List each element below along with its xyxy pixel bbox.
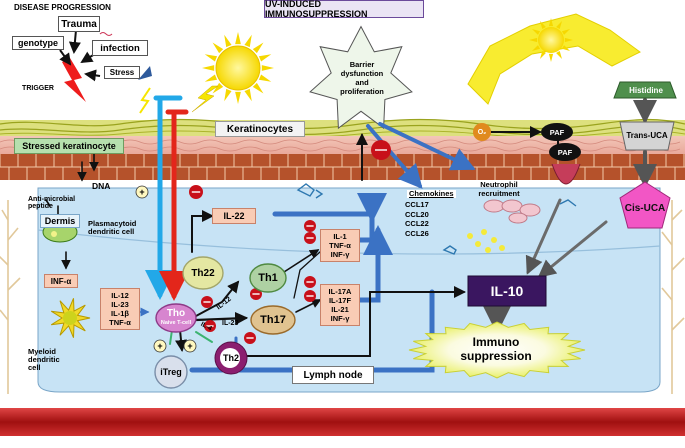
inhibitor-icons: [189, 140, 391, 344]
immuno-line: suppression: [460, 349, 532, 363]
th22-label: Th22: [191, 267, 215, 279]
neutrophil-line: Neutrophil: [480, 180, 518, 189]
th17-cytokine: IL-17F: [328, 296, 352, 305]
itreg-cell-icon: [154, 355, 188, 389]
plus-icons: [135, 185, 197, 353]
th1-label: Th1: [258, 272, 278, 284]
immuno-line: Immuno: [472, 335, 520, 349]
chemokine-item: CCL26: [405, 228, 429, 238]
myeloid-label: Myeloid dendritic cell: [28, 347, 60, 372]
th17-cell-icon: [250, 305, 296, 335]
th2-cell-icon: [214, 341, 248, 375]
chemokine-item: CCL22: [405, 219, 429, 228]
th2-label: Th2: [222, 353, 239, 363]
barrier-line: dysfunction: [340, 69, 384, 78]
inf-alpha-label: INF-α: [44, 274, 78, 288]
th17-label: Th17: [260, 314, 286, 326]
trans-uca-shape: [619, 121, 675, 151]
uv-immunosuppression-title: UV-INDUCED IMMUNOSUPPRESSION: [264, 0, 424, 19]
dc-cytokine: IL-1β: [111, 309, 129, 318]
plus-sign: +: [157, 341, 163, 351]
nerve-branch-left: [0, 200, 21, 395]
th1-cytokine: INF-γ: [330, 250, 350, 259]
cytokine-dots: [467, 229, 505, 253]
th22-cell-icon: [182, 256, 224, 290]
th1-cytokine: TNF-α: [329, 241, 351, 250]
basal-band: [0, 408, 685, 436]
chemokine-item: CCL17: [405, 200, 429, 209]
genotype-label: genotype: [12, 36, 64, 50]
paf-top-oval: [541, 123, 573, 141]
dc-cytokine: TNF-α: [109, 318, 131, 327]
il10-box: [467, 275, 547, 307]
uv-bolt-icon: [191, 85, 219, 113]
th1-cell-icon: [249, 263, 287, 293]
neutrophil-icons: [483, 199, 541, 224]
immunosuppression-label: Immuno suppression: [440, 335, 552, 363]
th1-cytokines-box: IL-1 TNF-α INF-γ: [320, 229, 360, 262]
immunosuppression-burst: [408, 321, 586, 379]
th1-cytokine: IL-1: [333, 232, 347, 241]
dendritic-glyphs: [296, 183, 577, 255]
dna-label: DNA: [92, 181, 111, 191]
nerve-branch-right: [661, 200, 685, 395]
th17-cytokines-box: IL-17A IL-17F IL-21 INF-γ: [320, 284, 360, 326]
barrier-line: proliferation: [340, 87, 384, 96]
cis-uca-shape: [619, 181, 671, 229]
disease-progression-title: DISEASE PROGRESSION: [0, 0, 125, 14]
antimicrobial-label: Anti-microbial peptide: [28, 196, 76, 211]
dc-cytokine: IL-12: [111, 291, 129, 300]
plus-sign: +: [187, 341, 193, 351]
sun-left-icon: [202, 32, 274, 104]
trigger-label: TRIGGER: [22, 84, 54, 92]
th17-cytokine: IL-21: [331, 305, 349, 314]
th17-cytokine: INF-γ: [330, 314, 350, 323]
chemokines-title: Chemokines: [407, 189, 456, 198]
dermis-label: Dermis: [40, 214, 80, 228]
paf-lower-oval: [549, 143, 581, 161]
paf-lower-label: PAF: [557, 147, 573, 157]
neutrophil-label: Neutrophil recruitment: [470, 180, 528, 198]
dc-cytokines-box: IL-12 IL-23 IL-1β TNF-α: [100, 288, 140, 330]
il10-label: IL-10: [490, 283, 524, 299]
myeloid-dc-icon: [50, 298, 91, 338]
naive-t-cell-icon: [155, 303, 197, 333]
plus-sign: +: [139, 187, 145, 197]
paf-top-label: PAF: [549, 127, 565, 137]
barrier-label: Barrier dysfunction and proliferation: [325, 60, 399, 96]
chemokines-list: CCL17 CCL20 CCL22 CCL26: [405, 200, 441, 238]
dc-cytokine: IL-23: [111, 300, 129, 309]
epidermis-layer: [0, 136, 685, 154]
naive-t-cell-label: Naive T-cell: [160, 320, 192, 326]
th17-cytokine: IL-17A: [328, 287, 352, 296]
cis-uca-label: Cis-UCA: [624, 202, 666, 214]
trauma-label: Trauma: [58, 16, 100, 32]
neutrophil-line: recruitment: [478, 189, 520, 198]
histidine-label: Histidine: [629, 85, 663, 95]
il23-label: IL-23: [222, 320, 239, 327]
sun-right-icon: [467, 13, 641, 105]
stressed-keratinocyte-label: Stressed keratinocyte: [14, 138, 124, 154]
histidine-shape: [613, 81, 677, 99]
barrier-line: Barrier: [349, 60, 375, 69]
il22-label: IL-22: [212, 208, 256, 224]
o2-label: O₂: [477, 128, 487, 136]
o2-icon: [473, 123, 491, 141]
chemokine-item: CCL20: [405, 209, 429, 219]
plasmacytoid-label: Plasmacytoid dendritic cell: [88, 219, 137, 236]
trans-uca-label: Trans-UCA: [626, 130, 668, 140]
tho-label: Tho: [166, 307, 186, 319]
stress-label: Stress: [104, 66, 140, 79]
barrier-star: [309, 25, 413, 130]
itreg-label: iTreg: [160, 367, 182, 377]
mast-cell-icon: [551, 163, 581, 185]
stress-icon: [138, 66, 152, 80]
lymph-node-label: Lymph node: [292, 366, 374, 384]
trigger-lightning-icon: [62, 58, 86, 102]
keratinocytes-label: Keratinocytes: [215, 121, 305, 137]
infection-label: infection: [92, 40, 148, 56]
barrier-line: and: [355, 78, 369, 87]
